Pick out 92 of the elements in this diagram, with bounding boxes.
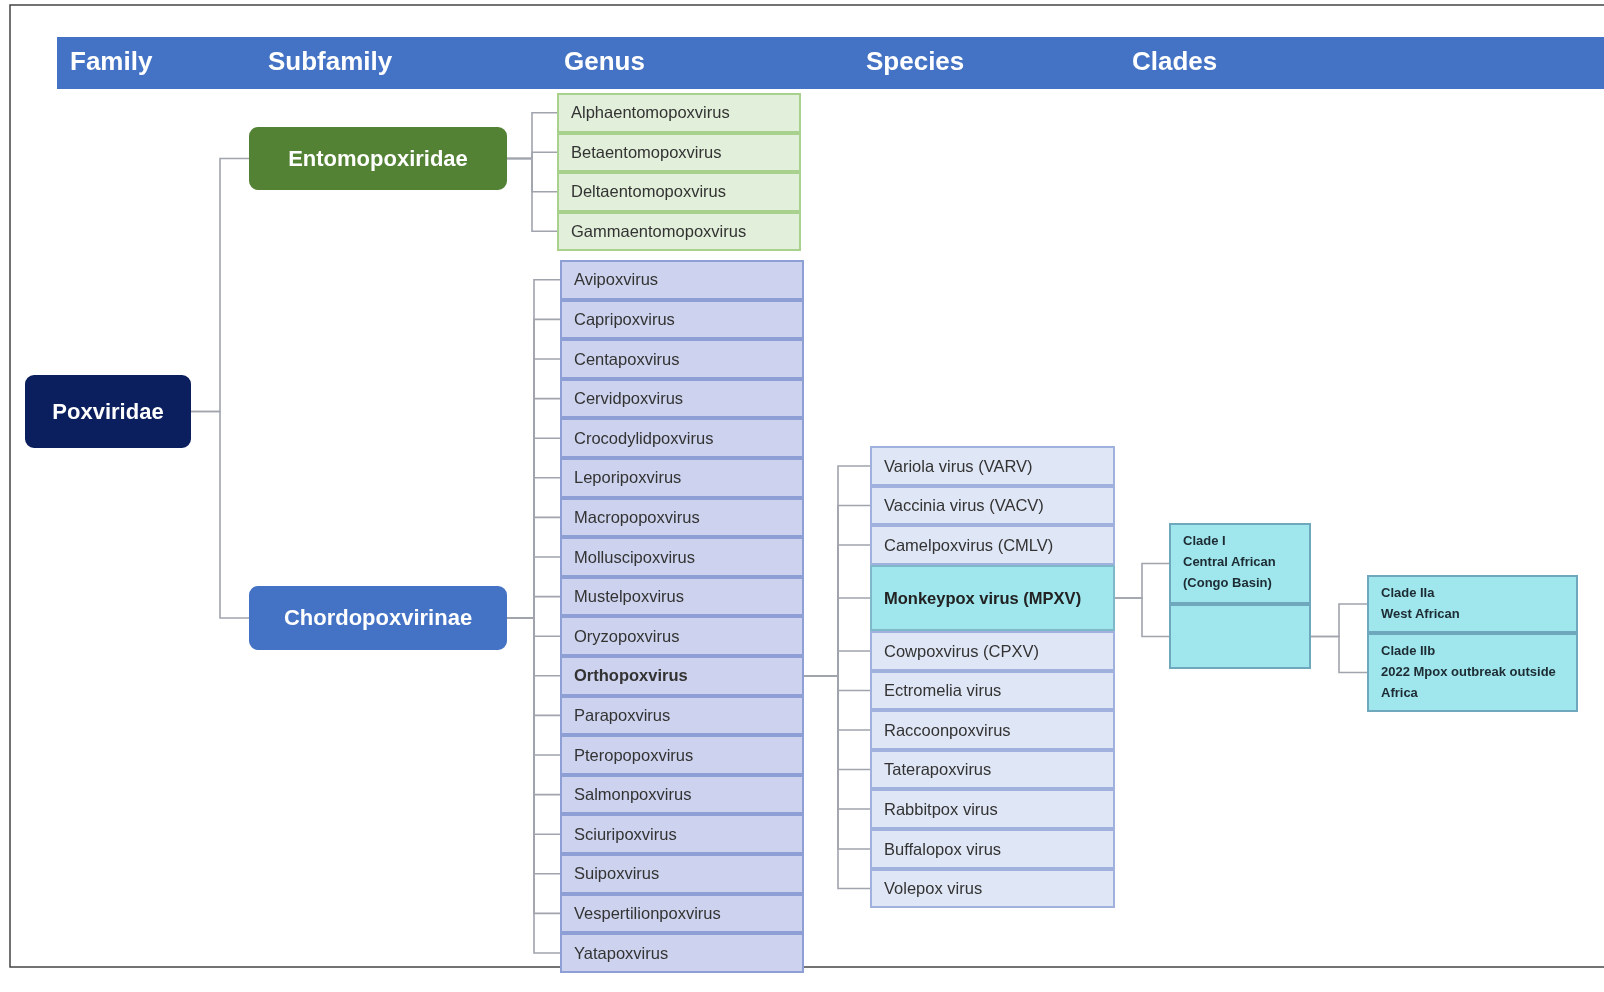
taxon-name: Alphaentomopoxvirus <box>571 102 731 124</box>
bracket-connector <box>803 675 871 890</box>
genus-cell <box>560 458 804 498</box>
genus-cell <box>560 854 804 894</box>
species-cell <box>870 631 1115 671</box>
genus-cell <box>560 378 804 419</box>
clade-name: Clade IIb <box>1381 642 1437 660</box>
genus-cell <box>560 774 804 815</box>
genus-cell <box>560 299 804 340</box>
genus-cell <box>560 260 804 300</box>
taxon-name: Rabbitpox virus <box>884 798 999 820</box>
taxon-name: Suipoxvirus <box>574 863 661 885</box>
genus-cell <box>560 656 804 696</box>
bracket-connector <box>506 157 558 233</box>
clade-cell <box>1367 575 1578 633</box>
taxon-name: Mustelpoxvirus <box>574 586 686 607</box>
taxon-name: Betaentomopoxvirus <box>571 141 723 163</box>
column-heading: Genus <box>564 46 645 77</box>
taxon-name: Leporipoxvirus <box>574 467 683 489</box>
family-box <box>25 375 191 448</box>
taxon-name: Cervidpoxvirus <box>574 388 685 409</box>
taxon-name: Cowpoxvirus (CPXV) <box>884 640 1040 662</box>
species-cell <box>870 525 1115 565</box>
genus-cell <box>560 339 804 379</box>
taxon-name: Taterapoxvirus <box>884 759 993 780</box>
taxon-name: Gammaentomopoxvirus <box>571 220 748 242</box>
taxon-name: Parapoxvirus <box>574 705 672 726</box>
subfamily-box <box>249 127 507 190</box>
taxon-name: Crocodylidpoxvirus <box>574 427 715 449</box>
clade-description: 2022 Mpox outbreak outside Africa <box>1381 662 1557 702</box>
box-cell <box>1169 604 1311 669</box>
species-cell <box>870 789 1115 829</box>
taxon-name: Variola virus (VARV) <box>884 455 1034 477</box>
taxon-name: Vespertilionpoxvirus <box>574 903 722 924</box>
taxon-name: Vaccinia virus (VACV) <box>884 495 1045 516</box>
clade-name: Clade IIa <box>1381 584 1436 602</box>
taxon-name: Molluscipoxvirus <box>574 546 697 568</box>
genus-cell <box>557 211 801 251</box>
clade-description: Central African (Congo Basin) <box>1183 552 1277 592</box>
species-cell <box>870 869 1115 908</box>
taxon-name: Entomopoxiridae <box>287 144 469 173</box>
clade-cell <box>1367 633 1578 712</box>
subfamily-box <box>249 586 507 650</box>
taxon-name: Capripoxvirus <box>574 309 676 330</box>
taxon-name: Monkeypox virus (MPXV) <box>884 587 1083 609</box>
taxon-name: Poxviridae <box>51 397 165 426</box>
genus-cell <box>557 132 801 172</box>
genus-cell <box>560 418 804 458</box>
taxon-name: Macropopoxvirus <box>574 507 701 528</box>
bracket-connector <box>1114 597 1170 638</box>
column-heading: Clades <box>1132 46 1218 77</box>
clade-cell <box>1169 523 1311 604</box>
bracket-connector <box>1310 635 1368 674</box>
genus-cell <box>557 172 801 212</box>
genus-cell <box>560 537 804 577</box>
taxon-name: Buffalopox virus <box>884 838 1003 860</box>
taxon-name: Avipoxvirus <box>574 269 660 291</box>
clade-name: Clade I <box>1183 532 1227 550</box>
clade-description: West African <box>1381 604 1461 623</box>
genus-cell <box>560 695 804 736</box>
species-cell <box>870 565 1115 631</box>
taxon-name: Salmonpoxvirus <box>574 784 693 805</box>
taxon-name: Raccoonpoxvirus <box>884 719 1012 741</box>
species-cell <box>870 486 1115 525</box>
genus-cell <box>560 814 804 854</box>
genus-cell <box>557 93 801 133</box>
genus-cell <box>560 933 804 973</box>
taxon-name: Yatapoxvirus <box>574 942 670 964</box>
taxon-name: Orthopoxvirus <box>574 665 689 687</box>
taxon-name: Pteropopoxvirus <box>574 744 695 766</box>
taxon-name: Chordopoxvirinae <box>282 604 474 632</box>
species-cell <box>870 710 1115 750</box>
bracket-connector <box>190 410 250 619</box>
genus-cell <box>560 616 804 656</box>
taxon-name: Volepox virus <box>884 878 984 899</box>
taxon-name: Ectromelia virus <box>884 680 1003 701</box>
genus-cell <box>560 893 804 934</box>
genus-cell <box>560 497 804 538</box>
column-heading: Subfamily <box>268 46 393 77</box>
species-cell <box>870 829 1115 869</box>
species-cell <box>870 750 1115 789</box>
species-cell <box>870 671 1115 710</box>
genus-cell <box>560 735 804 775</box>
taxon-name: Camelpoxvirus (CMLV) <box>884 534 1055 556</box>
taxon-name: Oryzopoxvirus <box>574 625 681 647</box>
taxon-name: Sciuripoxvirus <box>574 823 678 845</box>
genus-cell <box>560 576 804 617</box>
column-heading: Species <box>866 46 965 77</box>
species-cell <box>870 446 1115 486</box>
column-heading: Family <box>70 46 153 77</box>
taxon-name: Deltaentomopoxvirus <box>571 181 727 203</box>
taxon-name: Centapoxvirus <box>574 348 681 370</box>
